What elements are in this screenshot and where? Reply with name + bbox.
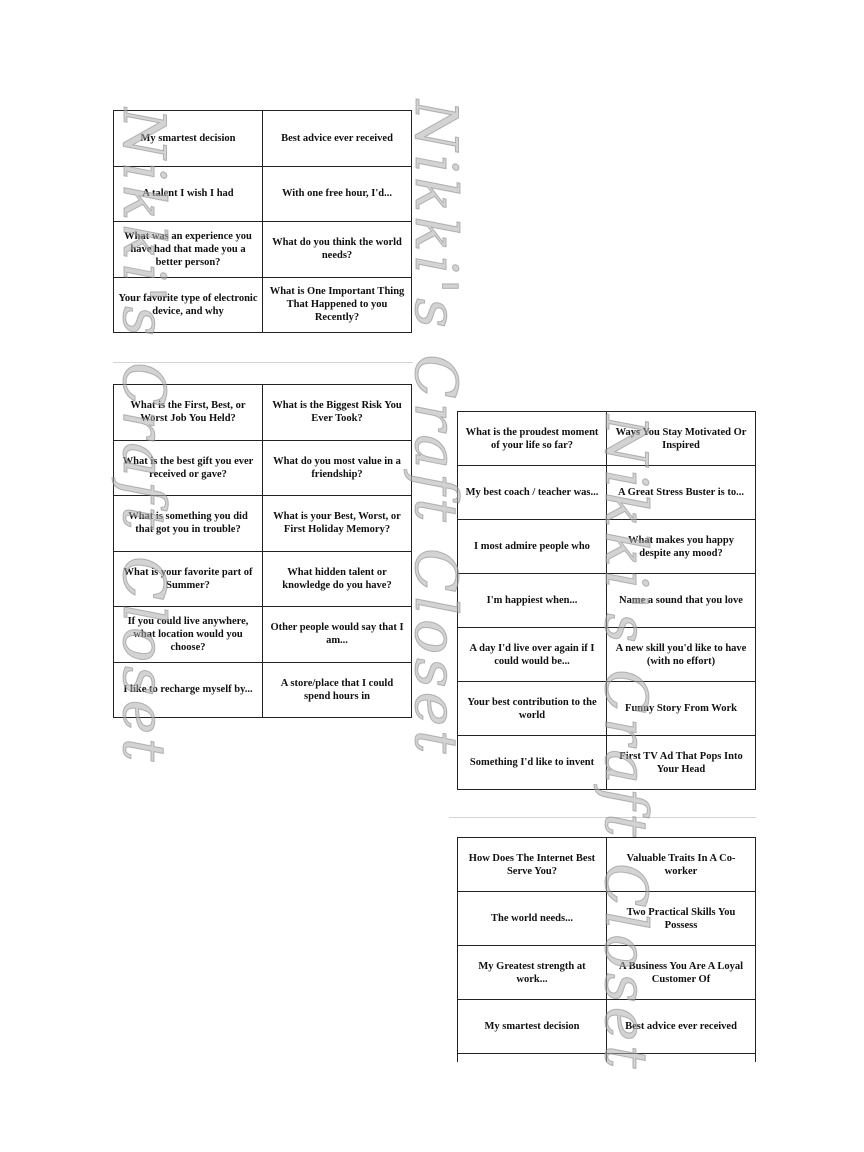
- card: What is the First, Best, or Worst Job Yo…: [114, 385, 263, 441]
- card-sheet-3: What is the proudest moment of your life…: [457, 411, 756, 790]
- card: What is something you did that got you i…: [114, 496, 263, 552]
- card: A Great Stress Buster is to...: [607, 466, 756, 520]
- card: Funny Story From Work: [607, 682, 756, 736]
- card: Ways You Stay Motivated Or Inspired: [607, 412, 756, 466]
- card: First TV Ad That Pops Into Your Head: [607, 736, 756, 790]
- card: What is your Best, Worst, or First Holid…: [263, 496, 412, 552]
- card: I like to recharge myself by...: [114, 662, 263, 718]
- card: What is your favorite part of Summer?: [114, 551, 263, 607]
- card-sheet-2: What is the First, Best, or Worst Job Yo…: [113, 384, 412, 718]
- card: Best advice ever received: [607, 1000, 756, 1054]
- card: Your best contribution to the world: [458, 682, 607, 736]
- card: With one free hour, I'd...: [263, 166, 412, 222]
- card: A store/place that I could spend hours i…: [263, 662, 412, 718]
- card: If you could live anywhere, what locatio…: [114, 607, 263, 663]
- card: What hidden talent or knowledge do you h…: [263, 551, 412, 607]
- card: The world needs...: [458, 892, 607, 946]
- card: Something I'd like to invent: [458, 736, 607, 790]
- card: Other people would say that I am...: [263, 607, 412, 663]
- card: [458, 1054, 607, 1062]
- card: What is One Important Thing That Happene…: [263, 277, 412, 333]
- card: What was an experience you have had that…: [114, 222, 263, 278]
- card: I'm happiest when...: [458, 574, 607, 628]
- card: What is the Biggest Risk You Ever Took?: [263, 385, 412, 441]
- card: What is the best gift you ever received …: [114, 440, 263, 496]
- card: Your favorite type of electronic device,…: [114, 277, 263, 333]
- card: My smartest decision: [458, 1000, 607, 1054]
- card: My best coach / teacher was...: [458, 466, 607, 520]
- card: Two Practical Skills You Possess: [607, 892, 756, 946]
- card-sheet-4: How Does The Internet Best Serve You? Va…: [457, 837, 756, 1062]
- card: [607, 1054, 756, 1062]
- card: What do you most value in a friendship?: [263, 440, 412, 496]
- card: What is the proudest moment of your life…: [458, 412, 607, 466]
- card: A day I'd live over again if I could wou…: [458, 628, 607, 682]
- card: What do you think the world needs?: [263, 222, 412, 278]
- card: Best advice ever received: [263, 111, 412, 167]
- divider: [113, 362, 413, 363]
- card: My smartest decision: [114, 111, 263, 167]
- divider: [449, 817, 756, 818]
- card: My Greatest strength at work...: [458, 946, 607, 1000]
- card: I most admire people who: [458, 520, 607, 574]
- card: A Business You Are A Loyal Customer Of: [607, 946, 756, 1000]
- card: How Does The Internet Best Serve You?: [458, 838, 607, 892]
- card: A new skill you'd like to have (with no …: [607, 628, 756, 682]
- card: Name a sound that you love: [607, 574, 756, 628]
- card-sheet-1: My smartest decision Best advice ever re…: [113, 110, 412, 333]
- card: A talent I wish I had: [114, 166, 263, 222]
- card: What makes you happy despite any mood?: [607, 520, 756, 574]
- card: Valuable Traits In A Co-worker: [607, 838, 756, 892]
